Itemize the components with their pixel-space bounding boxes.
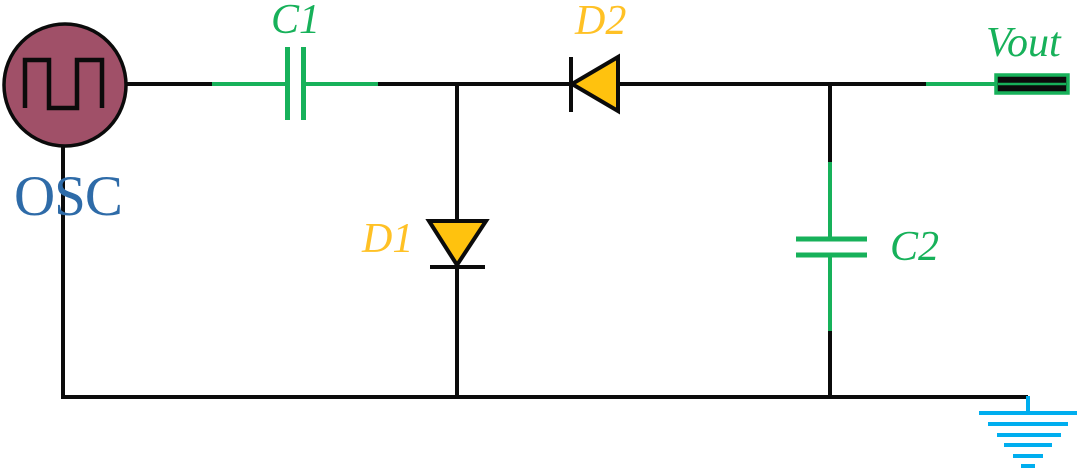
capacitor-c2 — [796, 162, 867, 331]
c1-label: C1 — [271, 0, 320, 43]
oscillator-label: OSC — [14, 165, 122, 228]
diode-d1 — [425, 219, 490, 269]
d2-triangle — [568, 53, 620, 115]
ground-symbol — [979, 396, 1077, 468]
vout-label: Vout — [986, 20, 1062, 66]
d1-triangle — [425, 219, 490, 269]
capacitor-c1 — [212, 47, 378, 120]
oscillator-body — [2, 22, 128, 148]
d1-label: D1 — [361, 216, 413, 262]
wires — [61, 82, 1028, 399]
d2-label: D2 — [574, 0, 626, 44]
c2-label: C2 — [890, 224, 939, 270]
oscillator-symbol — [2, 22, 128, 148]
vout-terminal — [926, 73, 1070, 95]
diode-d2 — [568, 53, 620, 115]
square-wave-icon — [22, 57, 105, 111]
